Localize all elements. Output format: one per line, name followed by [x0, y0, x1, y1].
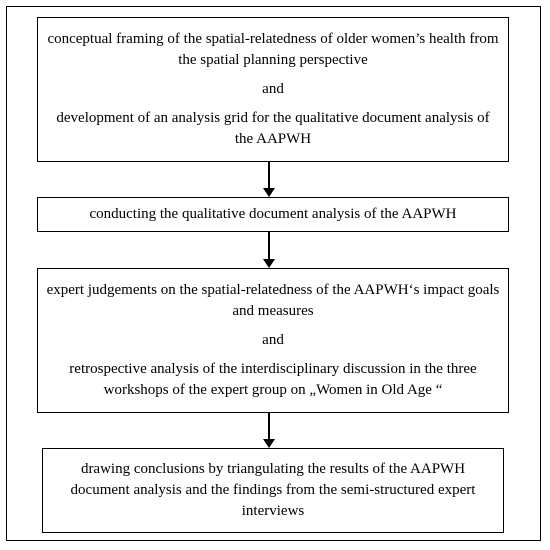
arrow-head	[263, 259, 275, 268]
step-3-text-a: expert judgements on the spatial-related…	[46, 282, 500, 319]
arrow-step-2-to-3	[263, 232, 275, 268]
arrow-shaft	[268, 413, 270, 440]
arrow-head	[263, 439, 275, 448]
step-1-text-b: development of an analysis grid for the …	[56, 110, 490, 147]
diagram-frame	[6, 6, 541, 541]
arrow-shaft	[268, 162, 270, 189]
step-2-box: conducting the qualitative document anal…	[37, 197, 509, 232]
step-3-box: expert judgements on the spatial-related…	[37, 268, 509, 413]
step-3-connector: and	[262, 332, 284, 348]
arrow-step-3-to-4	[263, 413, 275, 448]
arrow-step-1-to-2	[263, 162, 275, 197]
step-4-text: drawing conclusions by triangulating the…	[70, 461, 476, 519]
step-1-text-a: conceptual framing of the spatial-relate…	[47, 31, 499, 68]
step-1-box: conceptual framing of the spatial-relate…	[37, 17, 509, 162]
arrow-shaft	[268, 232, 270, 260]
step-2-text: conducting the qualitative document anal…	[89, 206, 457, 222]
arrow-head	[263, 188, 275, 197]
step-4-box: drawing conclusions by triangulating the…	[42, 448, 504, 533]
step-3-text-b: retrospective analysis of the interdisci…	[69, 361, 477, 398]
step-1-connector: and	[262, 81, 284, 97]
